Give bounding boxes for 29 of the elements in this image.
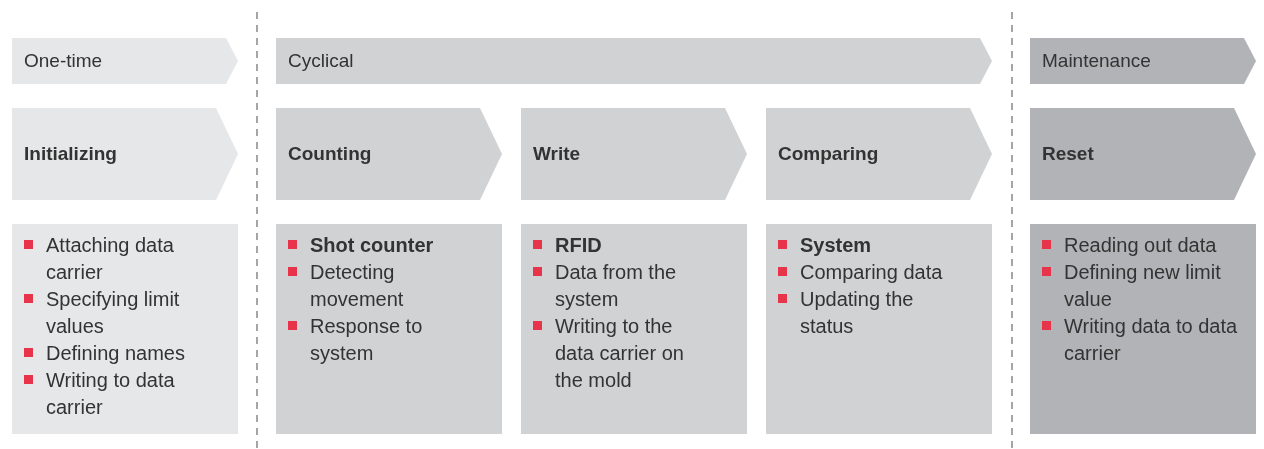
bullet-text: Defining names [46, 342, 185, 364]
step-details-panel [521, 224, 747, 434]
bullet-text: Attaching data carrier [46, 234, 174, 283]
bullet-text: Writing to data carrier [46, 369, 175, 418]
bullet-text: Detecting movement [310, 261, 404, 310]
step-title: Comparing [778, 143, 879, 165]
bullet-text: Updating the status [800, 288, 914, 337]
bullet-text: Writing data to data carrier [1064, 315, 1238, 364]
step-title: Write [533, 143, 581, 165]
bullet-text: RFID [555, 234, 602, 256]
step-details-panel [1030, 224, 1256, 434]
step-details-panel [12, 224, 238, 434]
phase-title: Cyclical [288, 50, 354, 72]
bullet-text: Reading out data [1064, 234, 1217, 256]
bullet-text: Defining new limit value [1064, 261, 1221, 310]
step-title: Reset [1042, 143, 1094, 165]
bullet-text: Response to system [310, 315, 423, 364]
bullet-text: Shot counter [310, 234, 434, 256]
bullet-text: Specifying limit values [46, 288, 180, 337]
bullet-text: System [800, 234, 872, 256]
phase-title: Maintenance [1042, 50, 1151, 72]
step-details-panel [766, 224, 992, 434]
bullet-text: Data from the system [555, 261, 677, 310]
bullet-text: Comparing data [800, 261, 943, 283]
step-title: Counting [288, 143, 372, 165]
step-details-panel [276, 224, 502, 434]
bullet-text: Writing to the data carrier on the mold [555, 315, 684, 391]
step-title: Initializing [24, 143, 117, 165]
phase-title: One-time [24, 50, 103, 72]
